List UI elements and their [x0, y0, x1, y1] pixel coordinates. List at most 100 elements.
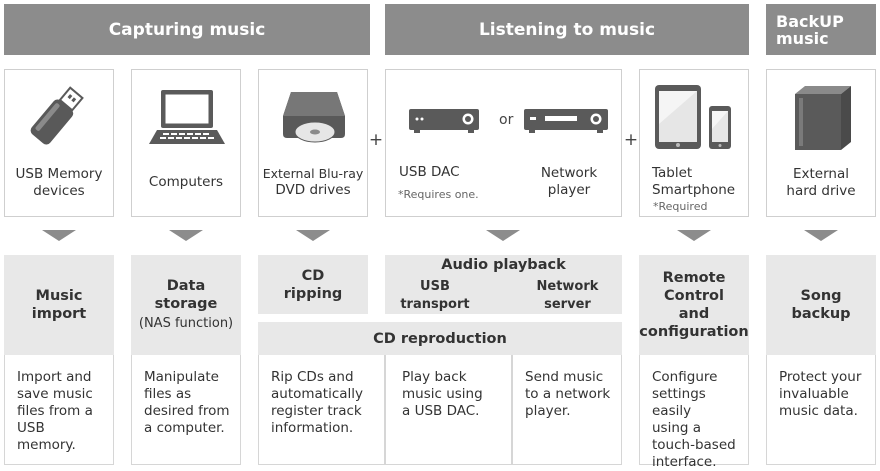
- laptop-icon: [149, 90, 225, 144]
- device-label-line: devices: [33, 183, 85, 199]
- description-usb-dac: Play back music using a USB DAC.: [385, 355, 512, 465]
- function-remote-control: Remote Control and configuration: [639, 255, 749, 355]
- description-line: files as: [144, 386, 192, 402]
- description-line: settings easily: [652, 386, 706, 419]
- description-line: Configure: [652, 369, 718, 385]
- device-label: Computers: [148, 174, 224, 190]
- function-label-line: storage: [154, 296, 218, 312]
- description-line: a computer.: [144, 420, 225, 436]
- device-label-line: USB Memory: [15, 166, 103, 182]
- function-music-import: Music import: [4, 255, 114, 355]
- function-label-line: Control: [664, 288, 724, 304]
- description-line: player.: [525, 403, 571, 419]
- description-protect: Protect your invaluable music data.: [766, 355, 876, 465]
- header-listening-to-music: Listening to music: [385, 4, 749, 55]
- function-cd-reproduction: CD reproduction: [258, 322, 622, 355]
- header-capturing-music: Capturing music: [4, 4, 370, 55]
- description-line: Play back: [402, 369, 467, 385]
- description-line: touch-based: [652, 437, 736, 453]
- function-song-backup: Song backup: [766, 255, 876, 355]
- device-label-line: Smartphone: [652, 182, 736, 198]
- required-note: *Required: [653, 200, 708, 213]
- description-line: information.: [271, 420, 354, 436]
- down-arrow-icon: [677, 230, 711, 241]
- function-audio-playback: Audio playback USB transport Network ser…: [385, 255, 622, 314]
- description-network: Send music to a network player.: [512, 355, 622, 465]
- hard-drive-icon: [795, 86, 851, 150]
- device-usb-memory: USB Memory devices: [4, 69, 114, 217]
- description-line: to a network: [525, 386, 611, 402]
- description-line: Send music: [525, 369, 604, 385]
- down-arrow-icon: [486, 230, 520, 241]
- description-line: register track: [271, 403, 362, 419]
- device-label-line: player: [547, 182, 591, 198]
- device-computers: Computers: [131, 69, 241, 217]
- description-line: Protect your: [779, 369, 862, 385]
- function-label-line: Music: [35, 288, 83, 304]
- device-label-line: Network: [540, 165, 598, 181]
- down-arrow-icon: [42, 230, 76, 241]
- header-label-line: music: [776, 28, 829, 48]
- requires-one-note: *Requires one.: [398, 188, 479, 201]
- function-label-line: configuration: [639, 324, 749, 340]
- network-player-icon: [524, 109, 608, 133]
- header-label: Listening to music: [478, 19, 656, 40]
- device-tablet-smartphone: Tablet Smartphone *Required: [639, 69, 749, 217]
- function-label: Audio playback: [441, 256, 566, 273]
- device-bluray-drive: External Blu-ray DVD drives: [258, 69, 368, 217]
- description-line: music using: [402, 386, 483, 402]
- device-label: Tablet Smartphone: [640, 165, 748, 199]
- device-label-line: External Blu-ray: [262, 166, 364, 181]
- description-line: using a: [652, 420, 702, 436]
- function-label-line: ripping: [283, 285, 343, 302]
- function-sublabel: (NAS function): [138, 316, 234, 331]
- function-label-line: CD: [301, 267, 325, 284]
- description-import: Import and save music files from a USB m…: [4, 355, 114, 465]
- usb-stick-icon: [30, 86, 84, 145]
- or-text: or: [499, 112, 514, 128]
- function-label-line: import: [31, 306, 87, 322]
- device-label-line: External: [792, 166, 849, 182]
- audio-playback-modes: USB transport Network server: [385, 278, 622, 314]
- description-rip: Rip CDs and automatically register track…: [258, 355, 385, 465]
- device-dac-network-player: or USB DAC *Requires one. Network player: [385, 69, 622, 217]
- function-label: CD reproduction: [373, 330, 507, 347]
- tablet-smartphone-icon: [655, 85, 731, 149]
- function-label-line: backup: [791, 306, 851, 322]
- description-configure: Configure settings easily using a touch-…: [639, 355, 749, 470]
- description-line: Rip CDs and: [271, 369, 354, 385]
- description-line: save music: [17, 386, 93, 402]
- optical-drive-icon: [283, 92, 345, 143]
- function-cd-ripping: CD ripping: [258, 255, 368, 314]
- down-arrow-icon: [804, 230, 838, 241]
- device-label: External hard drive: [767, 166, 875, 200]
- description-line: automatically: [271, 386, 364, 402]
- device-label-line: DVD drives: [275, 182, 351, 198]
- description-line: Manipulate: [144, 369, 219, 385]
- network-player-label: Network player: [526, 165, 612, 199]
- down-arrow-icon: [296, 230, 330, 241]
- function-label-line: and: [678, 306, 710, 322]
- device-label: USB Memory devices: [5, 166, 113, 200]
- description-line: USB memory.: [17, 420, 76, 453]
- usb-dac-icon: [409, 109, 479, 133]
- description-line: interface.: [652, 454, 717, 470]
- description-storage: Manipulate files as desired from a compu…: [131, 355, 241, 465]
- function-data-storage: Data storage (NAS function): [131, 255, 241, 355]
- plus-sign: +: [368, 130, 384, 150]
- usb-dac-label: USB DAC: [399, 164, 460, 180]
- description-line: Import and: [17, 369, 92, 385]
- function-label-line: Data: [166, 278, 206, 294]
- usb-transport-label: USB transport: [400, 278, 470, 312]
- header-label-line: BackUP: [776, 11, 844, 31]
- device-label: External Blu-ray DVD drives: [259, 165, 367, 199]
- device-label-line: Tablet: [652, 165, 693, 181]
- description-line: desired from: [144, 403, 230, 419]
- down-arrow-icon: [169, 230, 203, 241]
- description-line: files from a: [17, 403, 93, 419]
- function-label-line: Remote: [662, 270, 726, 286]
- device-label-line: hard drive: [786, 183, 856, 199]
- plus-sign: +: [623, 130, 639, 150]
- description-line: a USB DAC.: [402, 403, 480, 419]
